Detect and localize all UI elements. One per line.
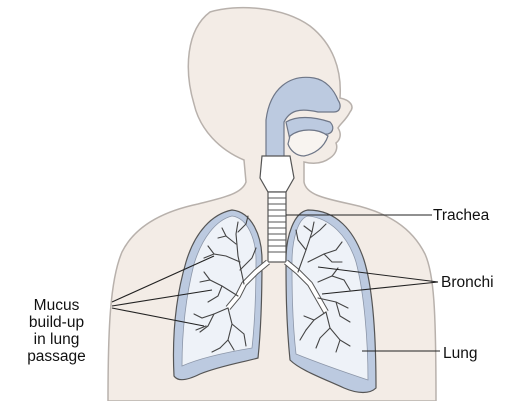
- label-mucus-line-1: Mucus: [0, 297, 113, 314]
- larynx: [260, 156, 294, 192]
- label-trachea: Trachea: [433, 207, 489, 224]
- label-mucus-line-4: passage: [0, 348, 113, 365]
- label-lung: Lung: [443, 345, 477, 362]
- label-mucus-build-up: Mucus build-up in lung passage: [0, 297, 113, 365]
- label-mucus-line-2: build-up: [0, 314, 113, 331]
- label-bronchi: Bronchi: [441, 274, 494, 291]
- label-mucus-line-3: in lung: [0, 331, 113, 348]
